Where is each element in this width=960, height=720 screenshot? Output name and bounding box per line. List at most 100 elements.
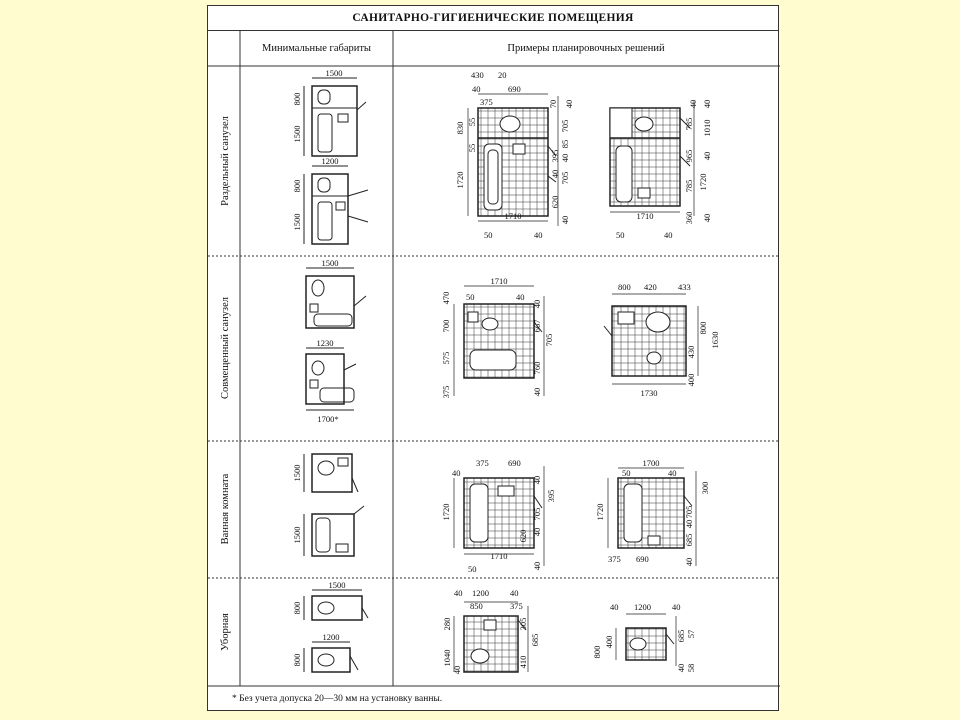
dim-r4-ex2-5: 685	[676, 630, 686, 643]
dim-r3-ex2-2: 40	[668, 468, 677, 478]
dim-r3-ex1-2: 40	[452, 468, 461, 478]
dim-r3-ex2-1: 50	[622, 468, 631, 478]
plan-r4-min	[303, 589, 369, 673]
dim-r1-ex1-12: 85	[560, 140, 570, 149]
dim-r2-ex2-2: 433	[678, 282, 691, 292]
dim-r2-ex1-4: 40	[532, 300, 542, 309]
dim-r3-ex1-0: 375	[476, 458, 489, 468]
dim-r4-ex1-4: 375	[510, 601, 523, 611]
dim-r1-ex1-19: 1710	[505, 211, 522, 221]
dim-r2-min-1: 1230	[317, 338, 334, 348]
dim-r2-ex1-0: 1710	[491, 276, 508, 286]
dim-r2-ex2-0: 800	[618, 282, 631, 292]
plan-r1-ex1	[467, 93, 559, 226]
dim-r4-ex2-0: 40	[610, 602, 619, 612]
dim-r3-ex2-9: 690	[636, 554, 649, 564]
dim-r1-ex2-9: 40	[702, 214, 712, 223]
dim-r4-ex1-1: 1200	[472, 588, 489, 598]
plan-r2-ex2	[603, 293, 699, 385]
row-label-toilet: Уборная	[220, 613, 231, 651]
dim-r4-ex1-0: 40	[454, 588, 463, 598]
dim-r2-ex1-3: 40	[516, 292, 525, 302]
dim-r4-ex1-9: 410	[518, 656, 528, 669]
dim-r1-ex1-8: 55	[467, 118, 477, 127]
dim-r4-ex1-3: 850	[470, 601, 483, 611]
dim-r4-ex2-8: 58	[686, 664, 696, 673]
plan-r2-ex1	[453, 285, 545, 396]
dim-r3-ex1-4: 395	[546, 490, 556, 503]
sanitary-rooms-sheet: САНИТАРНО-ГИГИЕНИЧЕСКИЕ ПОМЕЩЕНИЯ Минима…	[207, 5, 780, 711]
table-grid	[208, 30, 780, 687]
dim-r2-min-2: 1700*	[317, 414, 338, 424]
dim-r1-ex1-11: 705	[560, 120, 570, 133]
footnote: * Без учета допуска 20—30 мм на установк…	[232, 694, 443, 704]
dim-r4-ex2-1: 1200	[634, 602, 651, 612]
dim-r1-ex1-9: 55	[467, 144, 477, 153]
dim-r1-min-1: 800	[292, 93, 302, 106]
dim-r1-min-2: 1500	[292, 126, 302, 143]
dim-r4-ex1-5: 280	[442, 618, 452, 631]
plan-r3-ex2	[607, 467, 697, 566]
dim-r4-min-3: 800	[292, 654, 302, 667]
dim-r4-ex2-4: 400	[604, 636, 614, 649]
dim-r1-ex1-7: 830	[455, 122, 465, 135]
dim-r2-ex1-2: 50	[466, 292, 475, 302]
dim-r1-ex1-6: 40	[564, 100, 574, 109]
dim-r2-ex2-4: 430	[686, 346, 696, 359]
dim-r2-ex2-7: 1730	[641, 388, 658, 398]
plan-r1-min	[303, 77, 369, 245]
dim-r3-ex1-8: 620	[518, 530, 528, 543]
dim-r1-ex1-3: 690	[508, 84, 521, 94]
dim-r2-ex1-6: 667	[532, 320, 542, 333]
dim-r1-ex1-16: 705	[560, 172, 570, 185]
dim-r3-min-0: 1500	[292, 465, 302, 482]
dim-r3-ex1-5: 1720	[441, 504, 451, 521]
dim-r3-ex2-6: 40	[684, 520, 694, 529]
plan-r3-ex1	[453, 466, 545, 566]
dim-r4-min-1: 800	[292, 602, 302, 615]
dim-r4-ex1-10: 40	[452, 666, 462, 675]
dim-r2-min-0: 1500	[322, 258, 339, 268]
dim-r1-ex1-10: 1720	[455, 172, 465, 189]
column-header-minimal: Минимальные габариты	[262, 43, 371, 54]
dim-r3-ex2-4: 1720	[595, 504, 605, 521]
plan-r3-min	[303, 453, 365, 557]
dim-r2-ex2-1: 420	[644, 282, 657, 292]
dim-r2-ex2-6: 400	[686, 374, 696, 387]
column-header-examples: Примеры планировочных решений	[507, 43, 665, 54]
dim-r1-ex1-17: 620	[550, 196, 560, 209]
dim-r2-ex1-9: 760	[532, 362, 542, 375]
dim-r2-ex1-10: 375	[441, 386, 451, 399]
dim-r1-ex2-5: 40	[702, 152, 712, 161]
dim-r3-ex2-7: 685	[684, 534, 694, 547]
dim-r3-ex1-1: 690	[508, 458, 521, 468]
dim-r2-ex2-3: 800	[698, 322, 708, 335]
dim-r3-ex1-11: 40	[532, 562, 542, 571]
dim-r1-ex1-21: 40	[534, 230, 543, 240]
dim-r2-ex1-11: 40	[532, 388, 542, 397]
dim-r3-ex1-10: 50	[468, 564, 477, 574]
dim-r3-ex2-5: 705	[684, 506, 694, 519]
row-label-bathroom: Ванная комната	[220, 473, 231, 544]
dim-r1-ex1-5: 70	[548, 100, 558, 109]
dim-r3-ex2-8: 375	[608, 554, 621, 564]
dim-r1-ex1-18: 40	[560, 216, 570, 225]
dim-r3-ex1-3: 40	[532, 476, 542, 485]
row-label-combined-wc: Совмещенный санузел	[220, 297, 231, 399]
dim-r1-ex1-14: 395	[550, 150, 560, 163]
row-label-separate-wc: Раздельный санузел	[220, 116, 231, 206]
dim-r3-ex1-9: 1710	[491, 551, 508, 561]
dim-r4-min-2: 1200	[323, 632, 340, 642]
dim-r2-ex1-5: 700	[441, 320, 451, 333]
dim-r1-ex1-20: 50	[484, 230, 493, 240]
dim-r1-min-0: 1500	[326, 68, 343, 78]
dim-r4-ex1-6: 305	[518, 618, 528, 631]
dim-r1-min-3: 1200	[322, 156, 339, 166]
dim-r3-ex1-7: 40	[532, 528, 542, 537]
dim-r1-ex2-2: 40	[702, 100, 712, 109]
dim-r1-ex2-10: 1710	[637, 211, 654, 221]
plan-r4-ex2	[615, 613, 677, 666]
dim-r3-ex2-10: 40	[684, 558, 694, 567]
plan-r1-ex2	[609, 101, 695, 216]
dim-r1-ex1-2: 40	[472, 84, 481, 94]
